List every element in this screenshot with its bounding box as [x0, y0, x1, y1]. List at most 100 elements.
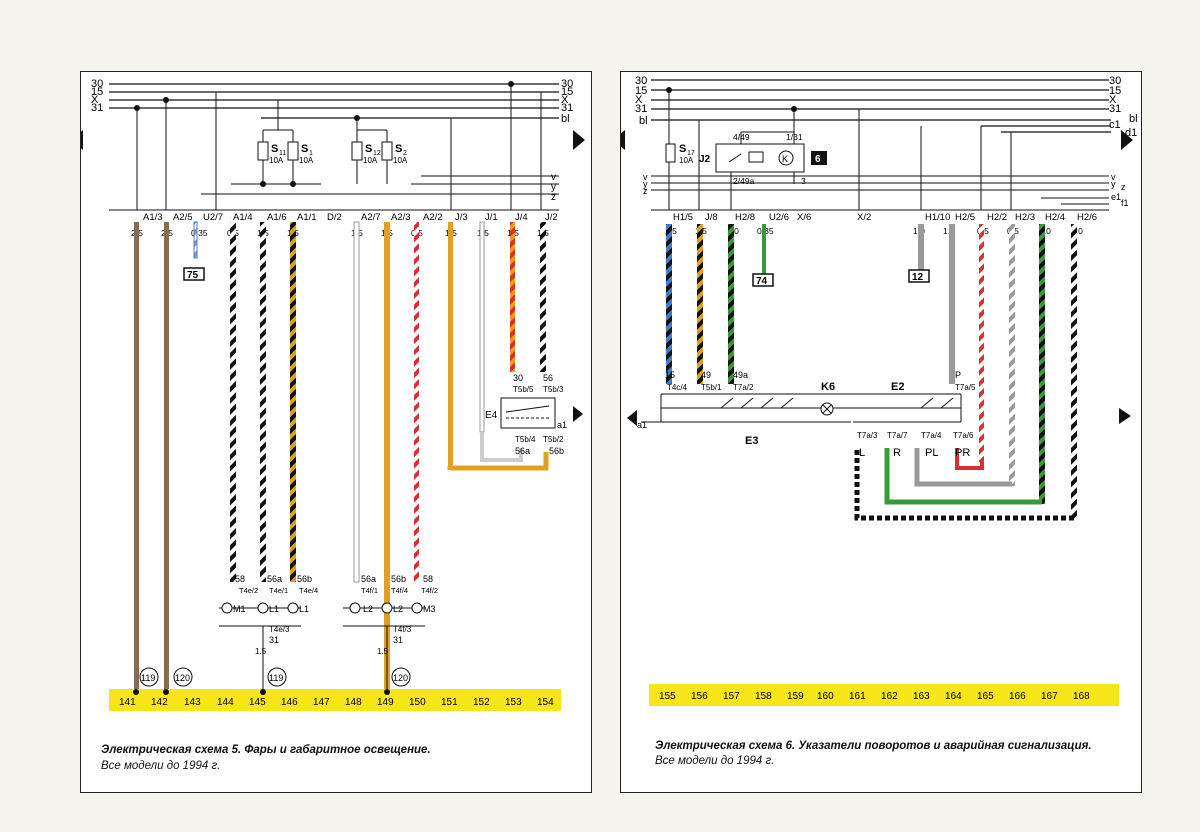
svg-text:T5b/1: T5b/1	[701, 383, 722, 392]
svg-text:17: 17	[687, 150, 695, 157]
fuse-s17: S 17 10A	[665, 143, 695, 165]
svg-text:146: 146	[281, 697, 298, 708]
svg-text:1.5: 1.5	[255, 647, 267, 656]
rail-label-z: z	[551, 192, 556, 203]
svg-text:A2/7: A2/7	[361, 212, 381, 223]
svg-text:P: P	[955, 370, 961, 380]
turn-signal-switch: 15 T4c/4 49 T5b/1 49a T7a/2 K6 E2 P T7a/…	[627, 370, 1131, 459]
caption-sub-6: Все модели до 1994 г.	[655, 755, 775, 767]
svg-text:56: 56	[543, 373, 553, 383]
svg-text:S: S	[679, 143, 686, 155]
svg-text:T4e/1: T4e/1	[269, 586, 288, 595]
bus-label-r-15: 15	[561, 86, 573, 98]
svg-text:T7a/4: T7a/4	[921, 431, 942, 440]
svg-text:166: 166	[1009, 691, 1026, 702]
svg-text:T7a/6: T7a/6	[953, 431, 974, 440]
svg-text:J/8: J/8	[705, 212, 718, 223]
svg-text:T7a/2: T7a/2	[733, 383, 754, 392]
svg-text:H2/6: H2/6	[1077, 212, 1097, 223]
svg-text:1: 1	[309, 150, 313, 157]
bus-label-r-31: 31	[561, 102, 573, 114]
svg-text:30: 30	[513, 373, 523, 383]
wiring-diagram-5: 30 15 X 31 30 15 X 31 bl S 11 10A	[71, 78, 585, 711]
fuse-s2: S 2 10A	[381, 141, 408, 165]
caption-sub-5: Все модели до 1994 г.	[101, 760, 221, 772]
lamps: 58 T4e/2 M1 56a T4e/1 L1 56b T4e/4 L1 56…	[219, 574, 438, 692]
switch-e4: E4 30 T5b/5 56 T5b/3 a1 T5b/4 T5b/2 56a …	[485, 373, 583, 456]
svg-text:A1/4: A1/4	[233, 212, 253, 223]
wires	[134, 221, 549, 692]
lamp-m3-pin: 58	[423, 574, 433, 584]
relay-j2: J2 4/49 1/31 2/49a 3 K 6	[699, 131, 827, 210]
svg-text:X/2: X/2	[857, 212, 871, 223]
connector-row-6: H1/5 J/8 H2/8 U2/6 X/6 X/2 H1/10 H2/5 H2…	[673, 212, 1097, 223]
svg-text:H1/5: H1/5	[673, 212, 693, 223]
svg-text:T4f/1: T4f/1	[361, 586, 378, 595]
svg-text:15: 15	[665, 370, 675, 380]
svg-text:T4e/2: T4e/2	[239, 586, 258, 595]
svg-text:153: 153	[505, 697, 522, 708]
bus-label-r-bl: bl	[561, 113, 570, 125]
svg-text:56a: 56a	[515, 446, 530, 456]
svg-text:164: 164	[945, 691, 962, 702]
svg-text:T4f/3: T4f/3	[393, 625, 412, 634]
bus6-l-bl: bl	[639, 115, 648, 127]
svg-text:10A: 10A	[269, 156, 284, 165]
svg-text:T7a/7: T7a/7	[887, 431, 908, 440]
bus-label-30: 30	[91, 78, 103, 90]
svg-text:A2/5: A2/5	[173, 212, 193, 223]
svg-text:v: v	[1111, 172, 1116, 182]
svg-text:A1/1: A1/1	[297, 212, 317, 223]
svg-text:PR: PR	[955, 447, 970, 459]
bus-lines-6	[651, 79, 1111, 133]
svg-text:31: 31	[269, 635, 279, 645]
svg-text:3: 3	[801, 176, 806, 186]
svg-text:141: 141	[119, 697, 136, 708]
svg-text:0.35: 0.35	[191, 228, 208, 238]
svg-text:X/6: X/6	[797, 212, 811, 223]
svg-text:z: z	[643, 186, 648, 196]
svg-text:1.0: 1.0	[1039, 226, 1051, 236]
rails-vyz	[109, 175, 559, 211]
svg-text:49a: 49a	[733, 370, 748, 380]
wiring-diagram-6: 30 15 X 31 bl 30 15 X 31 bl c1 d1 S 17 1…	[613, 75, 1138, 706]
circuit-numbers: 141 142 143 144 145 146 147 148 149 150 …	[119, 697, 554, 708]
svg-text:H2/3: H2/3	[1015, 212, 1035, 223]
svg-text:142: 142	[151, 697, 168, 708]
svg-text:H2/4: H2/4	[1045, 212, 1065, 223]
bus6-r-bl: bl	[1129, 113, 1138, 125]
svg-text:10A: 10A	[363, 156, 378, 165]
svg-text:49: 49	[701, 370, 711, 380]
svg-text:119: 119	[269, 673, 283, 683]
svg-text:v: v	[643, 172, 648, 182]
svg-text:K: K	[782, 154, 788, 164]
reference-circles: 119 120 119 120	[139, 667, 411, 687]
lamp-l2a: L2	[363, 604, 373, 614]
svg-text:J2: J2	[699, 154, 711, 165]
bus6-l-x: X	[635, 94, 643, 106]
svg-text:R: R	[893, 447, 901, 459]
ref-box-75-label: 75	[187, 270, 199, 281]
caption-title-6: Электрическая схема 6. Указатели поворот…	[655, 740, 1092, 752]
svg-text:168: 168	[1073, 691, 1090, 702]
ref-box-74	[752, 273, 774, 287]
svg-text:10A: 10A	[679, 156, 694, 165]
lamp-l1a-pin: 56a	[267, 574, 282, 584]
svg-text:147: 147	[313, 697, 330, 708]
bus-label-31: 31	[91, 102, 103, 114]
lamp-m1: M1	[233, 604, 246, 614]
svg-text:151: 151	[441, 697, 458, 708]
bus-label-r-x: X	[561, 94, 569, 106]
bus6-r-15: 15	[1109, 85, 1121, 97]
svg-text:149: 149	[377, 697, 394, 708]
lamp-l1b: L1	[299, 604, 309, 614]
svg-text:120: 120	[175, 673, 190, 683]
svg-text:T5b/3: T5b/3	[543, 385, 564, 394]
svg-text:J/1: J/1	[485, 212, 498, 223]
svg-text:159: 159	[787, 691, 804, 702]
bus-label-15: 15	[91, 86, 103, 98]
svg-text:E2: E2	[891, 381, 904, 393]
circuit-numbers-6: 155 156 157 158 159 160 161 162 163 164 …	[659, 691, 1090, 702]
circuit-number-strip	[109, 689, 561, 711]
bus-label-x: X	[91, 94, 99, 106]
